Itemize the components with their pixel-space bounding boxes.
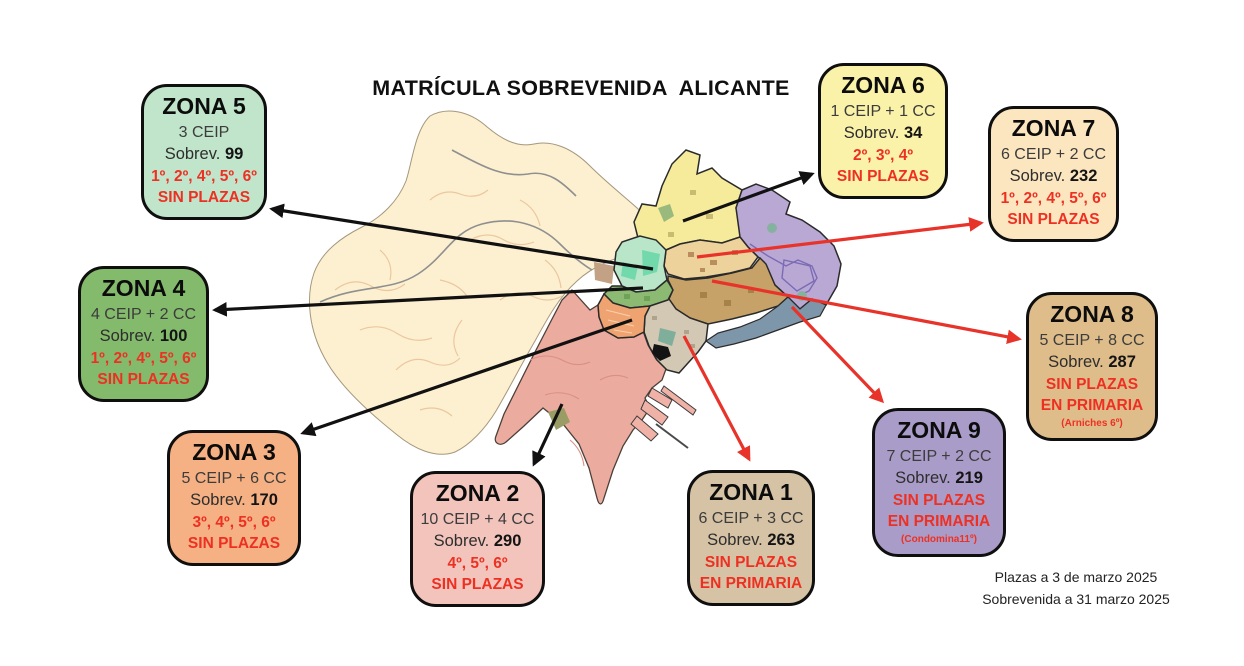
zone-sobrev: Sobrev. 290: [433, 531, 522, 550]
zone-schools: 1 CEIP + 1 CC: [830, 102, 936, 120]
zone-red-line: EN PRIMARIA: [1040, 397, 1144, 415]
zone-red-line: 4º, 5º, 6º: [447, 554, 508, 572]
map-region-zona6: [633, 149, 749, 251]
harbor-boat-icon: [652, 344, 671, 361]
zone-sobrev-value: 290: [493, 531, 522, 550]
zone-sobrev: Sobrev. 34: [843, 123, 923, 142]
zone-name: ZONA 6: [841, 72, 925, 98]
page-title: MATRÍCULA SOBREVENIDA ALICANTE: [372, 76, 790, 100]
zone-name: ZONA 3: [192, 439, 276, 465]
zone-red-line: 2º, 3º, 4º: [852, 146, 914, 164]
zone-card-zona9: ZONA 9 7 CEIP + 2 CC Sobrev. 219 SIN PLA…: [872, 408, 1006, 557]
zone-card-zona1: ZONA 1 6 CEIP + 3 CC Sobrev. 263 SIN PLA…: [687, 470, 815, 606]
zona2-texture: [529, 355, 629, 467]
zone-red-line: SIN PLAZAS: [187, 535, 281, 553]
zona1-texture: [652, 316, 695, 348]
port-docks: [630, 385, 697, 449]
arrow-zona3: [300, 318, 633, 437]
zone-red-line: SIN PLAZAS: [1045, 375, 1139, 393]
zone-sobrev-value: 232: [1069, 166, 1098, 185]
zona8-texture: [700, 288, 754, 306]
arrow-zona8: [711, 279, 1022, 345]
zone-sobrev: Sobrev. 219: [895, 468, 983, 487]
zona6-texture: [668, 190, 713, 237]
zone-card-zona4: ZONA 4 4 CEIP + 2 CC Sobrev. 100 1º, 2º,…: [78, 266, 209, 402]
zone-name: ZONA 1: [709, 479, 793, 505]
zone-red-line: EN PRIMARIA: [887, 513, 991, 531]
zone-sobrev: Sobrev. 170: [190, 490, 278, 509]
zone-name: ZONA 9: [897, 417, 981, 443]
zone-sobrev-value: 99: [224, 144, 244, 163]
zone-sobrev: Sobrev. 287: [1048, 352, 1136, 371]
footer-line-plazas: Plazas a 3 de marzo 2025: [994, 569, 1158, 585]
zone-sobrev: Sobrev. 99: [164, 144, 244, 163]
map-regions: [309, 110, 842, 505]
zone-schools: 5 CEIP + 6 CC: [181, 469, 287, 487]
zone-red-line: SIN PLAZAS: [1007, 211, 1100, 229]
zone-red-line: 1º, 2º, 4º, 5º, 6º: [90, 349, 197, 367]
arrow-zona7: [696, 217, 984, 259]
zone-sobrev-value: 219: [955, 468, 983, 487]
zona6-green-patch: [658, 204, 674, 222]
zone-sobrev-value: 170: [250, 490, 278, 509]
zone-red-line: SIN PLAZAS: [892, 491, 986, 509]
zone-red-line: SIN PLAZAS: [157, 189, 251, 207]
zone-red-line: 1º, 2º, 4º, 5º, 6º: [151, 167, 257, 185]
footer-dates: Plazas a 3 de marzo 2025 Sobrevenida a 3…: [952, 566, 1200, 611]
zone-schools: 3 CEIP: [178, 123, 230, 141]
zone-schools: 5 CEIP + 8 CC: [1039, 331, 1145, 349]
zone-sobrev-value: 263: [767, 530, 795, 549]
map-region-zona7: [663, 236, 759, 280]
zone-name: ZONA 7: [1011, 115, 1096, 141]
zone-card-zona2: ZONA 2 10 CEIP + 4 CC Sobrev. 290 4º, 5º…: [410, 471, 545, 607]
zone-note: (Arniches 6º): [1061, 417, 1123, 429]
zone-sobrev: Sobrev. 232: [1009, 166, 1098, 185]
map-region-zona5: [613, 235, 668, 293]
zona4-texture: [624, 294, 650, 301]
zone-card-zona7: ZONA 7 6 CEIP + 2 CC Sobrev. 232 1º, 2º,…: [988, 106, 1119, 242]
zone-note: (Condomina11º): [901, 533, 977, 545]
castle-hill-patch: [594, 262, 614, 284]
zone-schools: 4 CEIP + 2 CC: [90, 305, 197, 323]
zone-schools: 10 CEIP + 4 CC: [420, 510, 535, 528]
zone-card-zona5: ZONA 5 3 CEIP Sobrev. 99 1º, 2º, 4º, 5º,…: [141, 84, 267, 220]
zone-red-line: 3º, 4º, 5º, 6º: [192, 513, 276, 531]
zone-schools: 7 CEIP + 2 CC: [886, 447, 992, 465]
zone-sobrev-value: 34: [903, 123, 923, 142]
zone-arrows: [212, 171, 1022, 467]
zone-schools: 6 CEIP + 2 CC: [1000, 145, 1107, 163]
zone-sobrev: Sobrev. 100: [99, 326, 188, 345]
zone-red-line: 1º, 2º, 4º, 5º, 6º: [1000, 189, 1107, 207]
zona2-park-patch: [548, 408, 570, 430]
zone-card-zona3: ZONA 3 5 CEIP + 6 CC Sobrev. 170 3º, 4º,…: [167, 430, 301, 566]
zone-card-zona6: ZONA 6 1 CEIP + 1 CC Sobrev. 34 2º, 3º, …: [818, 63, 948, 199]
zone-red-line: SIN PLAZAS: [704, 553, 798, 571]
arrow-zona5: [269, 203, 654, 271]
zone-sobrev-value: 287: [1108, 352, 1136, 371]
outskirts-main-roads: [319, 149, 593, 303]
zone-sobrev: Sobrev. 263: [707, 530, 795, 549]
zone-red-line: SIN PLAZAS: [97, 371, 190, 389]
zona1-green-patch: [658, 328, 676, 346]
zone-red-line: EN PRIMARIA: [699, 575, 803, 593]
zona9-inner-lines: [749, 243, 818, 298]
zone-name: ZONA 5: [162, 93, 246, 119]
map-region-outskirts: [309, 110, 656, 455]
arrow-zona2: [532, 403, 564, 467]
zone-name: ZONA 4: [101, 275, 186, 301]
arrow-zona6: [682, 171, 815, 223]
zone-name: ZONA 2: [435, 480, 520, 506]
arrow-zona4: [212, 286, 644, 317]
arrow-zona1: [682, 335, 751, 462]
zone-name: ZONA 8: [1050, 301, 1134, 327]
zone-card-zona8: ZONA 8 5 CEIP + 8 CC Sobrev. 287 SIN PLA…: [1026, 292, 1158, 441]
zone-sobrev-value: 100: [159, 326, 188, 345]
zone-schools: 6 CEIP + 3 CC: [698, 509, 804, 527]
arrow-zona9: [790, 305, 885, 404]
footer-line-sobrevenida: Sobrevenida a 31 marzo 2025: [982, 591, 1170, 608]
zone-red-line: SIN PLAZAS: [431, 576, 524, 594]
zone-red-line: SIN PLAZAS: [836, 168, 930, 186]
